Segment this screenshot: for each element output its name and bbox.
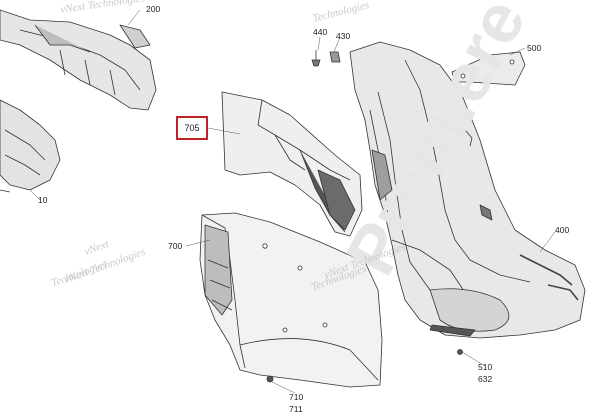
label-200[interactable]: 200 <box>146 4 161 14</box>
part-705[interactable] <box>221 91 363 237</box>
label-711[interactable]: 711 <box>289 404 303 414</box>
label-440[interactable]: 440 <box>313 27 328 37</box>
label-710[interactable]: 710 <box>289 392 304 402</box>
label-430[interactable]: 430 <box>336 31 351 41</box>
part-400[interactable] <box>349 41 586 355</box>
leader-lines <box>29 9 556 394</box>
fastener-430[interactable] <box>329 51 341 63</box>
label-700[interactable]: 700 <box>168 241 183 251</box>
highlight-box-705[interactable]: 705 <box>176 116 208 140</box>
part-200[interactable] <box>0 9 157 111</box>
part-10[interactable] <box>0 99 61 193</box>
label-400[interactable]: 400 <box>555 225 570 235</box>
label-705[interactable]: 705 <box>184 123 200 133</box>
label-510[interactable]: 510 <box>478 362 493 372</box>
part-500[interactable] <box>451 51 526 86</box>
part-700[interactable] <box>199 212 383 388</box>
fastener-440[interactable] <box>311 50 321 67</box>
label-500[interactable]: 500 <box>527 43 542 53</box>
label-632[interactable]: 632 <box>478 374 493 384</box>
label-10[interactable]: 10 <box>38 195 48 205</box>
